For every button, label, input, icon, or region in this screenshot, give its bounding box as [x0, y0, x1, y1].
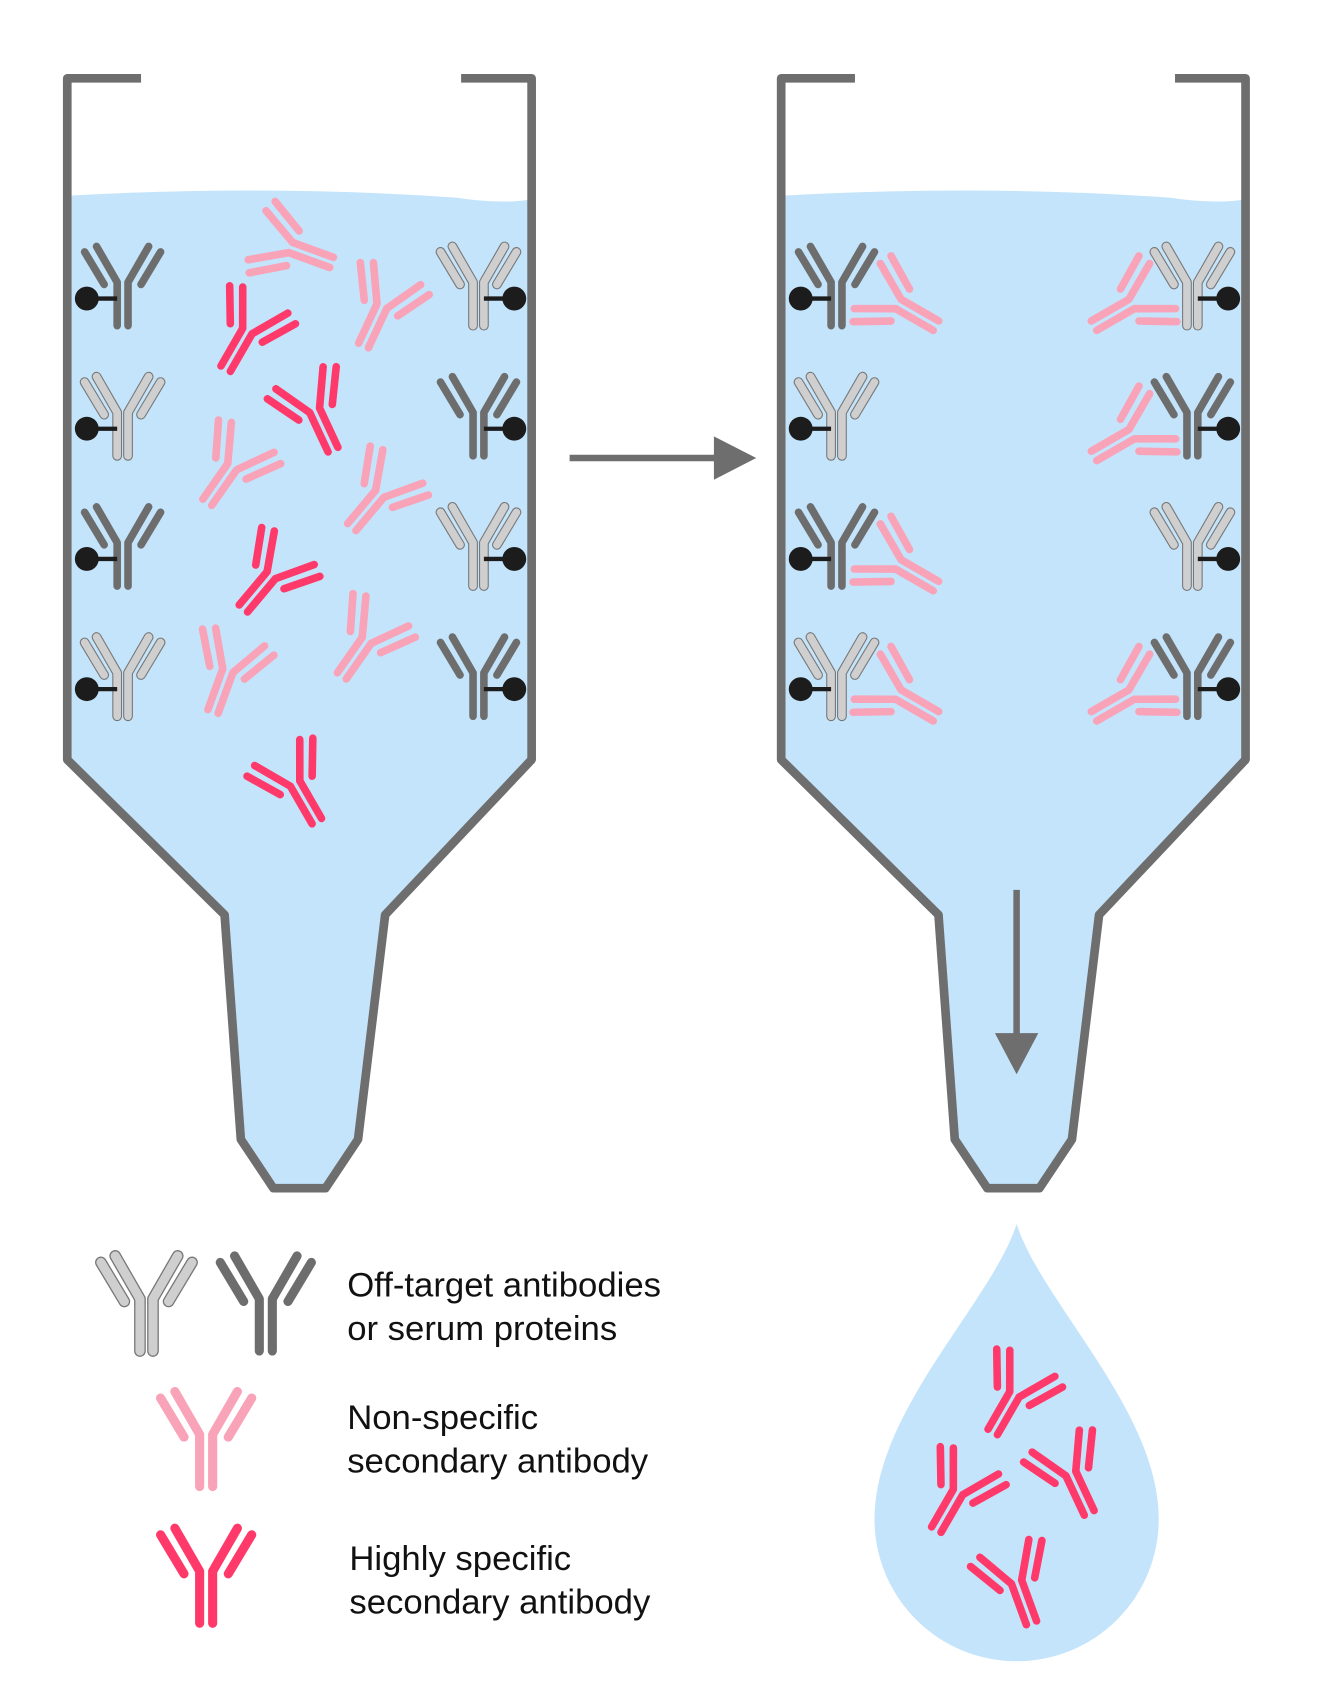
off-target-light-antibody-icon	[74, 637, 161, 716]
off-target-light-antibody-icon	[440, 507, 527, 586]
resin-bead-icon	[788, 286, 813, 311]
left-tube-outline	[62, 73, 536, 1193]
legend-item-off-target: Off-target antibodies or serum proteins	[347, 1267, 661, 1348]
off-target-light-antibody-icon	[1154, 246, 1241, 325]
left-column-tube	[62, 73, 536, 1193]
highly-specific-antibody-icon	[161, 1528, 252, 1623]
off-target-light-antibody-icon	[74, 377, 161, 456]
resin-bead-icon	[1216, 677, 1241, 702]
off-target-light-antibody-icon	[788, 637, 875, 716]
resin-bead-icon	[74, 416, 99, 441]
resin-bead-icon	[74, 286, 99, 311]
legend-item-non-specific: Non-specific secondary antibody	[347, 1399, 649, 1480]
off-target-dark-antibody-icon	[1154, 637, 1241, 716]
right-arrow-icon	[569, 436, 757, 480]
resin-bead-icon	[502, 677, 527, 702]
resin-bead-icon	[502, 547, 527, 571]
resin-bead-icon	[502, 286, 527, 311]
off-target-dark-antibody-icon	[440, 377, 527, 456]
legend-highly-specific-line2: secondary antibody	[349, 1584, 651, 1622]
legend-item-highly-specific: Highly specific secondary antibody	[349, 1540, 651, 1621]
resin-bead-icon	[788, 677, 813, 702]
left-liquid	[71, 190, 529, 1185]
legend-highly-specific-line1: Highly specific	[349, 1540, 571, 1578]
resin-bead-icon	[788, 547, 813, 571]
resin-bead-icon	[1216, 286, 1241, 311]
right-tube-outline	[776, 73, 1250, 1193]
off-target-dark-antibody-icon	[74, 507, 161, 586]
legend-non-specific-line1: Non-specific	[347, 1399, 538, 1437]
resin-bead-icon	[74, 547, 99, 571]
legend-off-target-line2: or serum proteins	[347, 1310, 617, 1348]
off-target-light-antibody-icon	[788, 377, 875, 456]
down-arrow-icon	[994, 889, 1039, 1075]
resin-bead-icon	[502, 416, 527, 441]
legend: Off-target antibodies or serum proteins …	[347, 1267, 661, 1622]
legend-off-target-line1: Off-target antibodies	[347, 1267, 661, 1305]
resin-bead-icon	[1216, 416, 1241, 441]
resin-bead-icon	[788, 416, 813, 441]
off-target-light-antibody-icon	[1154, 507, 1241, 586]
eluate-drop	[874, 1224, 1159, 1662]
resin-bead-icon	[1216, 547, 1241, 571]
off-target-dark-antibody-icon	[74, 246, 161, 325]
off-target-dark-antibody-icon	[220, 1256, 311, 1351]
off-target-dark-antibody-icon	[440, 637, 527, 716]
resin-bead-icon	[74, 677, 99, 702]
antibodies	[74, 200, 1241, 1636]
off-target-light-antibody-icon	[440, 246, 527, 325]
off-target-dark-antibody-icon	[788, 246, 875, 325]
non-specific-antibody-icon	[161, 1392, 252, 1487]
off-target-dark-antibody-icon	[788, 507, 875, 586]
legend-non-specific-line2: secondary antibody	[347, 1442, 649, 1480]
off-target-light-antibody-icon	[101, 1256, 192, 1351]
off-target-dark-antibody-icon	[1154, 377, 1241, 456]
